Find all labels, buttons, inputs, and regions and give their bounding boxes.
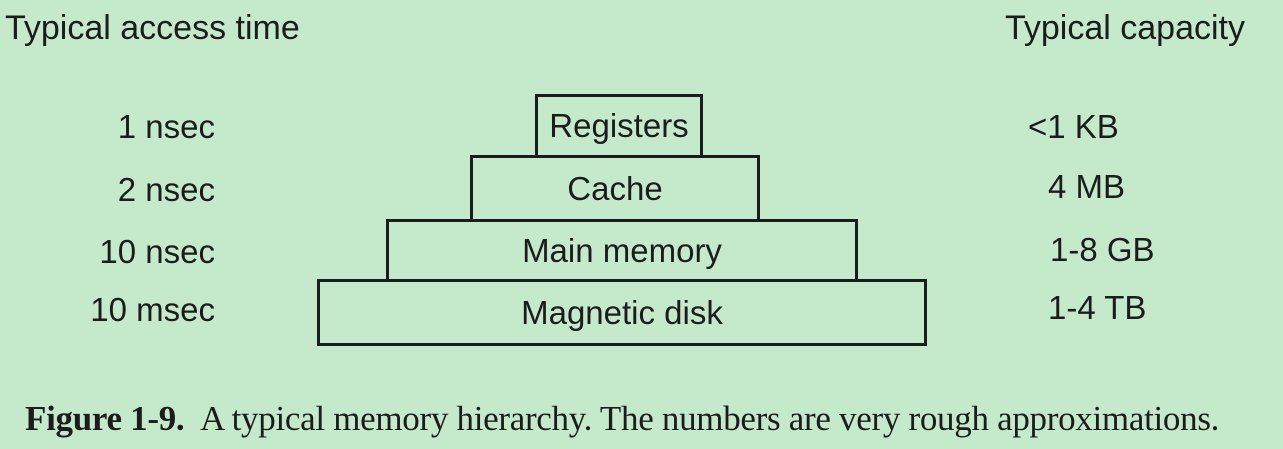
capacity-magnetic-disk: 1-4 TB	[1048, 289, 1147, 326]
figure-caption-text: A typical memory hierarchy. The numbers …	[200, 399, 1220, 438]
pyramid-level-main-memory: Main memory	[386, 219, 858, 282]
figure-caption: Figure 1-9. A typical memory hierarchy. T…	[25, 398, 1280, 440]
pyramid-level-registers: Registers	[535, 94, 703, 158]
pyramid-level-registers-label: Registers	[549, 107, 689, 144]
access-time-registers: 1 nsec	[117, 108, 215, 145]
pyramid-level-magnetic-disk-label: Magnetic disk	[521, 293, 723, 331]
capacity-main-memory: 1-8 GB	[1050, 231, 1155, 268]
capacity-cache: 4 MB	[1048, 168, 1126, 205]
access-time-cache: 2 nsec	[117, 171, 215, 208]
pyramid-level-magnetic-disk: Magnetic disk	[317, 279, 927, 346]
pyramid-level-cache: Cache	[470, 155, 760, 222]
pyramid-level-cache-label: Cache	[567, 169, 663, 207]
access-time-magnetic-disk: 10 msec	[90, 291, 215, 328]
capacity-column-header: Typical capacity	[1005, 9, 1245, 47]
access-time-main-memory: 10 nsec	[99, 233, 215, 270]
access-time-column-header: Typical access time	[5, 9, 300, 47]
figure-caption-number: Figure 1-9.	[25, 399, 185, 438]
capacity-registers: <1 KB	[1028, 108, 1119, 145]
pyramid-level-main-memory-label: Main memory	[522, 231, 722, 269]
